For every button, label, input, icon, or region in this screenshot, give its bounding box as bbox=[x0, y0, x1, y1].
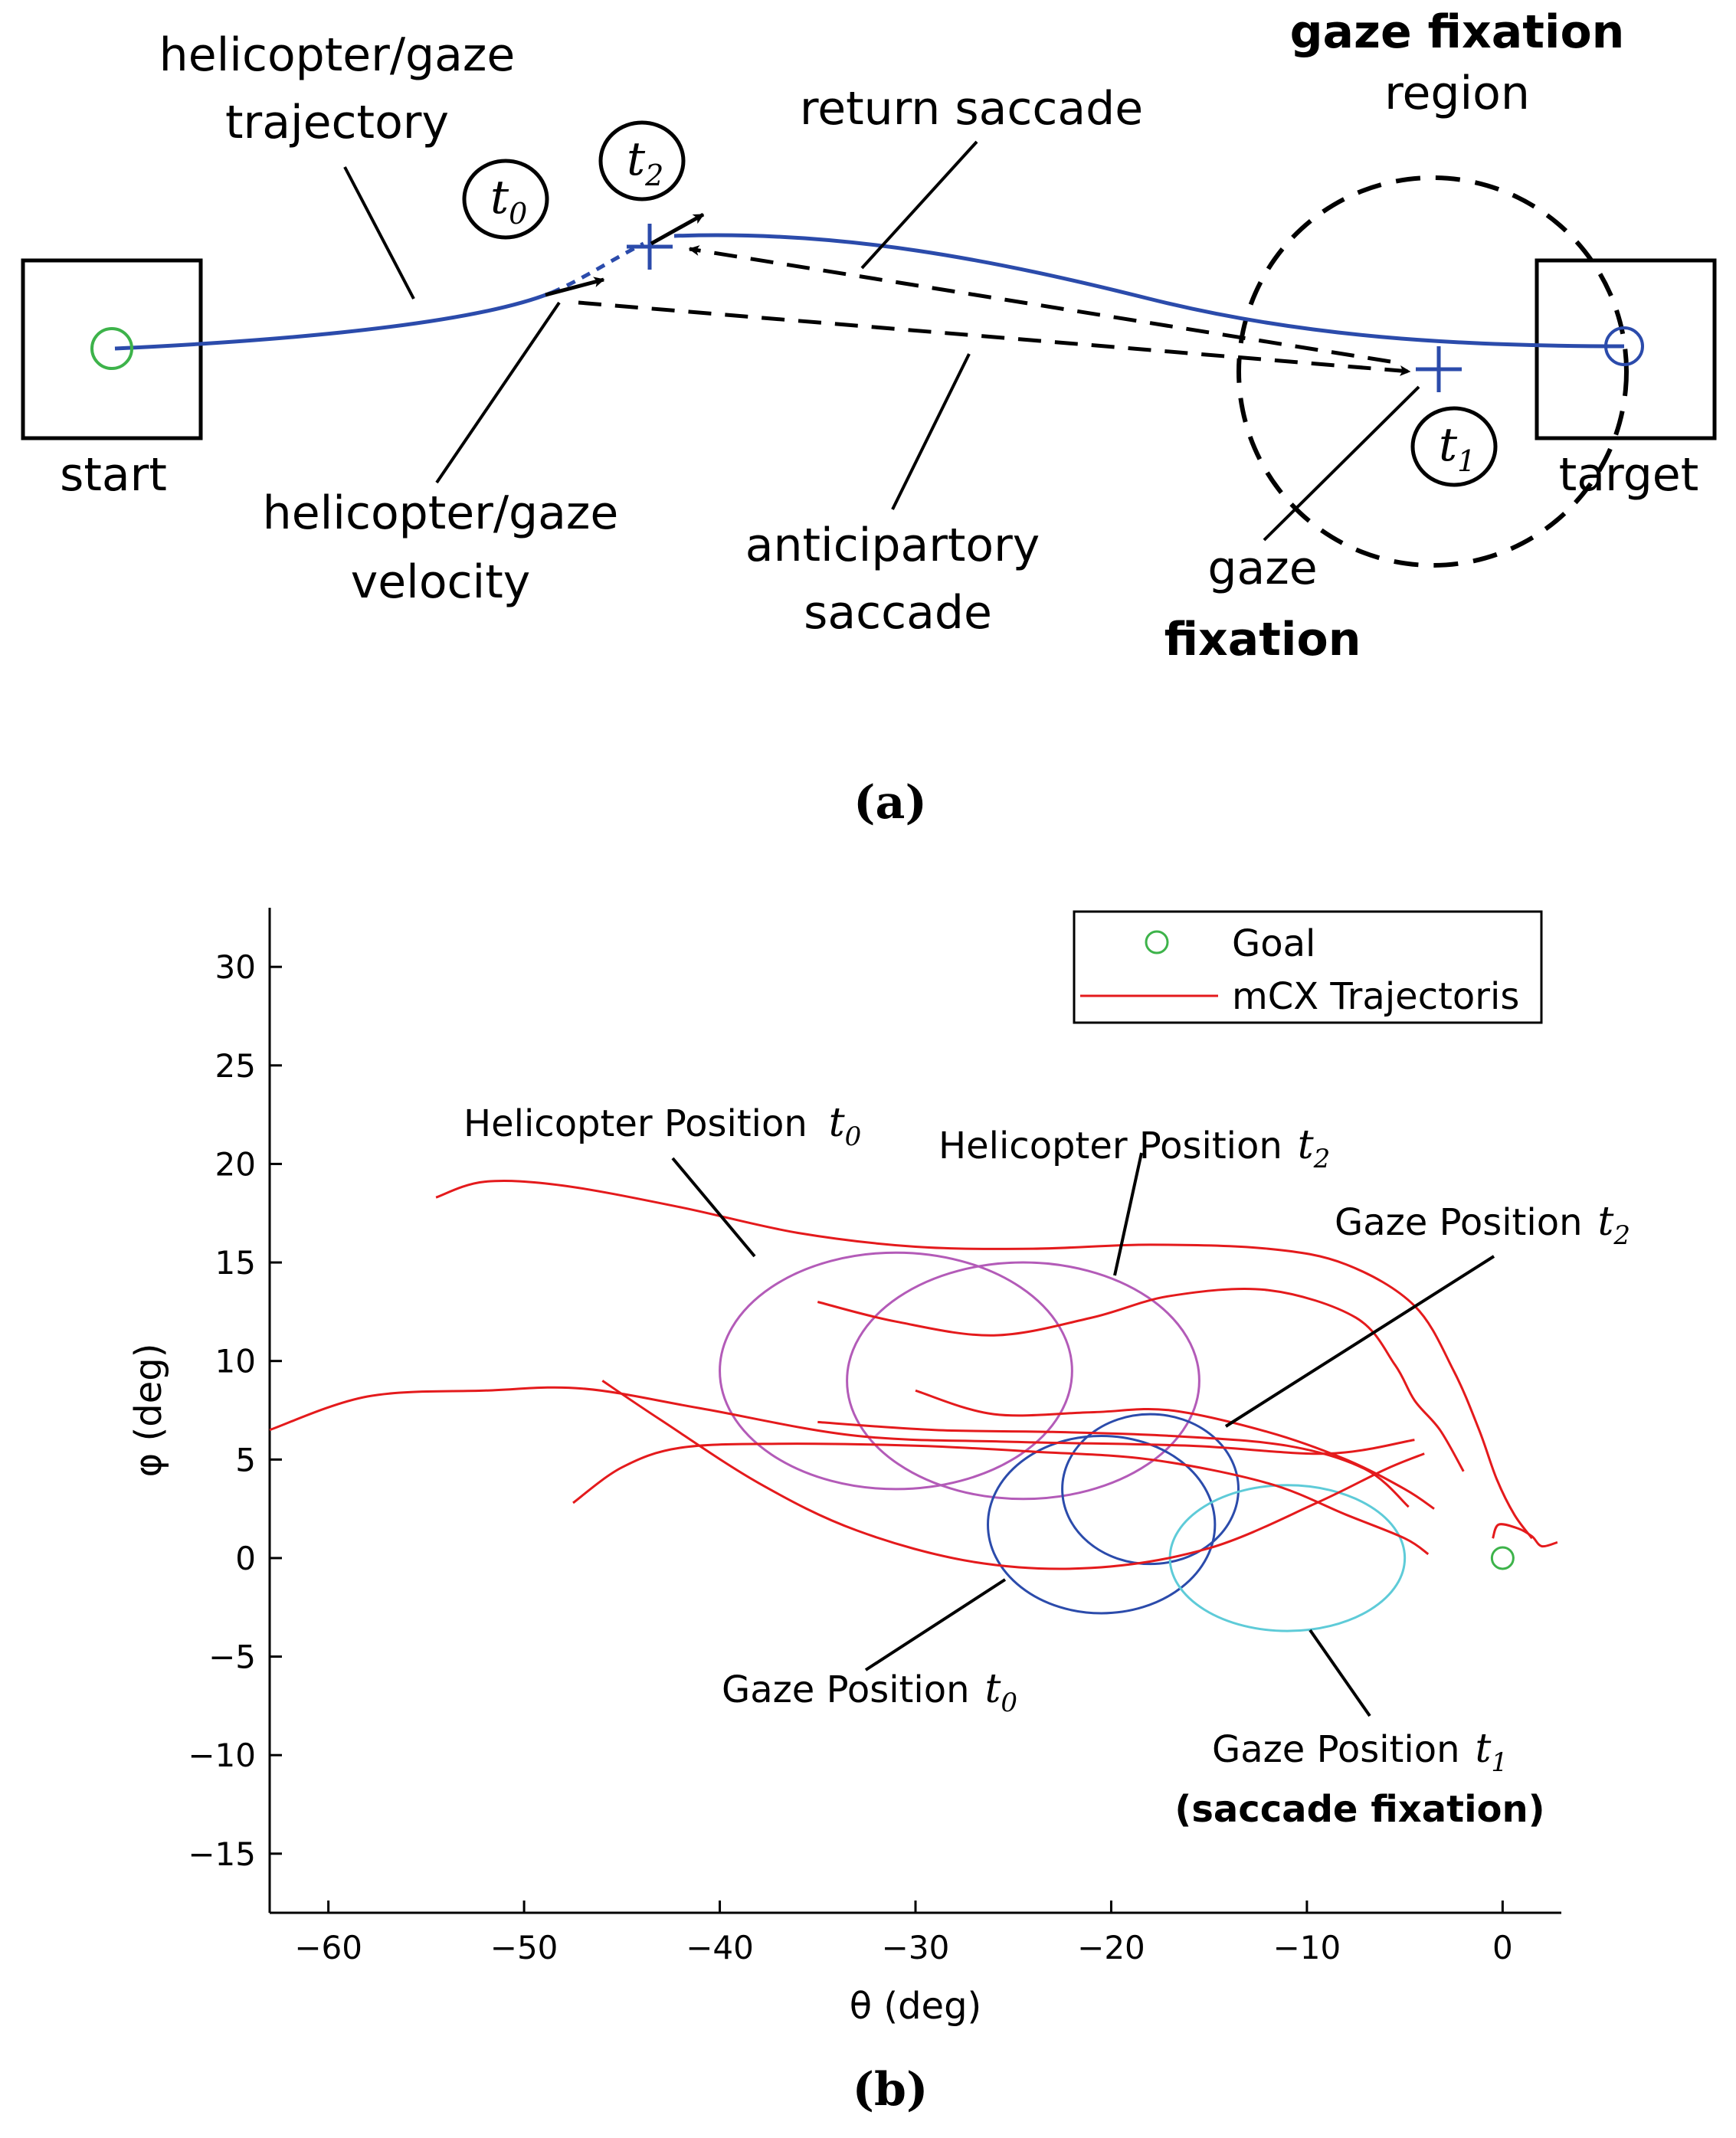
y-tick-label: 10 bbox=[215, 1343, 256, 1380]
x-tick-label: −10 bbox=[1273, 1929, 1341, 1966]
label-velocity-1: helicopter/gaze bbox=[263, 486, 619, 540]
label-target: target bbox=[1559, 448, 1698, 502]
label-trajectory-1: helicopter/gaze bbox=[159, 28, 516, 82]
y-tick-label: 0 bbox=[235, 1540, 256, 1577]
x-tick-label: −50 bbox=[490, 1929, 558, 1966]
ellipse-gaze-position-t0 bbox=[987, 1434, 1217, 1615]
gaze-fixation-region-circle bbox=[1236, 175, 1629, 568]
legend: Goal mCX Trajectoris bbox=[1073, 910, 1543, 1024]
bubble-t0: t0 bbox=[462, 159, 549, 240]
x-tick-label: 0 bbox=[1492, 1929, 1513, 1966]
target-marker bbox=[1604, 326, 1644, 366]
label-fixation-2: fixation bbox=[1164, 613, 1361, 666]
svg-text:t2: t2 bbox=[627, 133, 663, 192]
annotation-gaze-t1-note: (saccade fixation) bbox=[1174, 1788, 1544, 1831]
velocity-arrow-t0 bbox=[545, 277, 605, 297]
label-return-saccade: return saccade bbox=[800, 82, 1143, 136]
trajectory-line-1 bbox=[435, 1180, 1533, 1540]
leader-lines-b bbox=[671, 1152, 1495, 1717]
cross-marker-t1 bbox=[1416, 346, 1462, 392]
label-trajectory-2: trajectory bbox=[225, 96, 449, 149]
x-tick-label: −20 bbox=[1077, 1929, 1145, 1966]
label-velocity-2: velocity bbox=[351, 555, 531, 609]
y-axis-label: φ (deg) bbox=[127, 1344, 170, 1478]
anticipatory-saccade-arrow bbox=[578, 300, 1411, 376]
legend-goal-label: Goal bbox=[1232, 922, 1315, 965]
label-region-1: gaze fixation bbox=[1290, 5, 1625, 59]
label-fixation-1: gaze bbox=[1207, 542, 1317, 595]
panel-a-tag: (a) bbox=[853, 776, 927, 830]
label-anticipatory-2: saccade bbox=[804, 586, 992, 640]
x-tick-label: −30 bbox=[882, 1929, 950, 1966]
return-saccade-arrow bbox=[688, 245, 1391, 364]
bubble-t1: t1 bbox=[1410, 406, 1498, 487]
goal-marker-group bbox=[1490, 1546, 1515, 1570]
goal-marker bbox=[1490, 1546, 1515, 1570]
y-tick-label: −5 bbox=[208, 1639, 256, 1676]
trajectory-line-2 bbox=[817, 1287, 1465, 1472]
label-anticipatory-1: anticipartory bbox=[745, 519, 1040, 572]
trajectory-path-end bbox=[673, 233, 1625, 349]
cross-marker-t2 bbox=[627, 224, 673, 270]
panel-a: t0 t2 t1 helicopter/gaze trajectory retu… bbox=[21, 5, 1717, 830]
svg-text:t0: t0 bbox=[490, 171, 527, 231]
y-tick-label: 30 bbox=[215, 948, 256, 986]
y-tick-label: 15 bbox=[215, 1244, 256, 1282]
y-tick-label: −15 bbox=[188, 1835, 256, 1873]
legend-goal-marker bbox=[1145, 930, 1169, 954]
ellipse-gaze-position-t1-saccade-fixation bbox=[1168, 1484, 1407, 1632]
x-axis-label: θ (deg) bbox=[850, 1985, 982, 2028]
label-start: start bbox=[60, 448, 167, 502]
trajectory-line-7 bbox=[817, 1420, 1410, 1508]
leader-lines-a bbox=[343, 140, 1420, 542]
legend-traj-label: mCX Trajectoris bbox=[1232, 975, 1519, 1018]
trajectory-line-3 bbox=[269, 1386, 1415, 1455]
trajectory-line-8 bbox=[1492, 1523, 1558, 1548]
target-box bbox=[1535, 258, 1717, 440]
label-region-2: region bbox=[1384, 67, 1530, 120]
trajectory-line-6 bbox=[915, 1389, 1435, 1510]
ellipse-gaze-position-t2 bbox=[1061, 1413, 1240, 1566]
trajectory-series bbox=[269, 1180, 1558, 1570]
trajectory-line-4 bbox=[601, 1380, 1425, 1570]
legend-box bbox=[1073, 910, 1543, 1024]
x-tick-label: −60 bbox=[294, 1929, 362, 1966]
ellipse-helicopter-position-t0 bbox=[719, 1251, 1073, 1491]
y-tick-label: −10 bbox=[188, 1737, 256, 1774]
x-tick-label: −40 bbox=[686, 1929, 754, 1966]
y-tick-label: 25 bbox=[215, 1047, 256, 1085]
y-tick-label: 5 bbox=[235, 1441, 256, 1478]
trajectory-line-5 bbox=[572, 1442, 1430, 1556]
svg-text:t1: t1 bbox=[1439, 418, 1476, 478]
velocity-arrow-t2 bbox=[650, 212, 705, 246]
y-tick-label: 20 bbox=[215, 1145, 256, 1183]
trajectory-path-dashed bbox=[551, 241, 645, 295]
bubble-t2: t2 bbox=[598, 120, 686, 201]
start-marker bbox=[90, 327, 133, 370]
ellipse-helicopter-position-t2 bbox=[846, 1261, 1200, 1501]
panel-b-tag: (b) bbox=[853, 2063, 929, 2117]
trajectory-path-start bbox=[114, 290, 552, 351]
start-box bbox=[21, 258, 203, 440]
